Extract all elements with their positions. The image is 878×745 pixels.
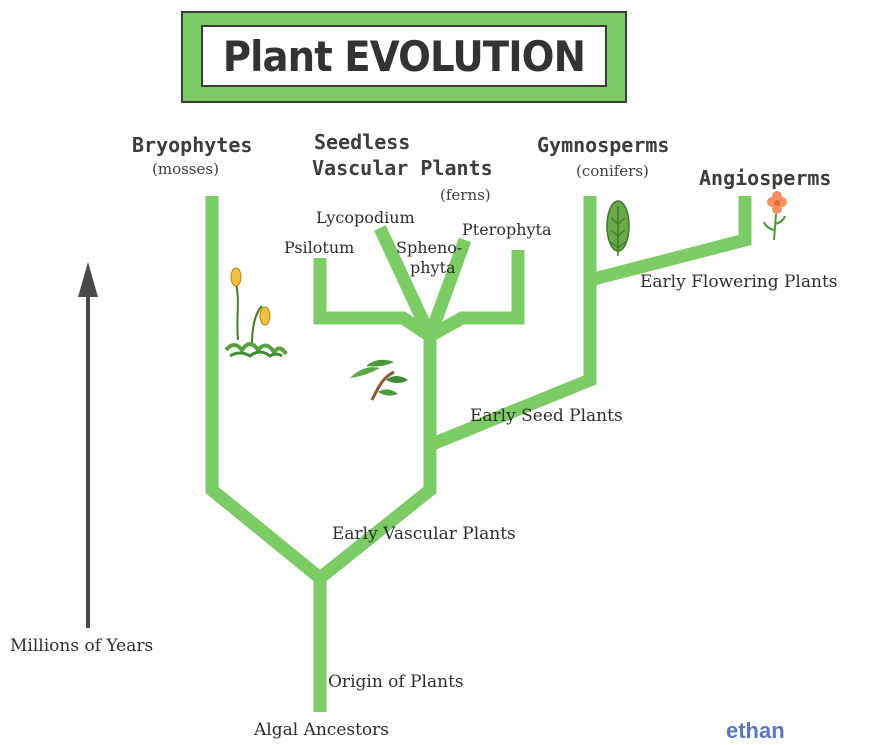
angiosperms-label: Angiosperms xyxy=(699,166,831,190)
seedless-label-line2: Vascular Plants xyxy=(312,156,493,180)
signature: ethan xyxy=(726,718,785,744)
sphenophyta-label-line2: phyta xyxy=(410,258,456,277)
lycopodium-label: Lycopodium xyxy=(316,208,415,227)
fern-icon xyxy=(350,360,408,400)
gymnosperms-common-label: (conifers) xyxy=(576,162,649,180)
moss-icon xyxy=(226,268,286,356)
early-flowering-label: Early Flowering Plants xyxy=(640,272,838,292)
origin-label: Origin of Plants xyxy=(328,672,464,692)
early-vascular-label: Early Vascular Plants xyxy=(332,524,516,544)
gymnosperms-label: Gymnosperms xyxy=(537,133,669,157)
axis-label: Millions of Years xyxy=(10,636,153,656)
conifer-icon xyxy=(607,201,629,256)
axis-arrow xyxy=(78,262,98,628)
pterophyta-label: Pterophyta xyxy=(462,220,552,239)
seedless-label-line1: Seedless xyxy=(314,130,410,154)
early-seed-label: Early Seed Plants xyxy=(470,406,623,426)
flower-icon xyxy=(764,191,787,240)
sphenophyta-label-line1: Spheno- xyxy=(396,238,462,257)
psilotum-label: Psilotum xyxy=(284,238,354,257)
algal-ancestors-label: Algal Ancestors xyxy=(254,720,389,740)
bryophytes-label: Bryophytes xyxy=(132,133,252,157)
bryophytes-common-label: (mosses) xyxy=(152,160,219,178)
ferns-common-label: (ferns) xyxy=(440,186,491,204)
